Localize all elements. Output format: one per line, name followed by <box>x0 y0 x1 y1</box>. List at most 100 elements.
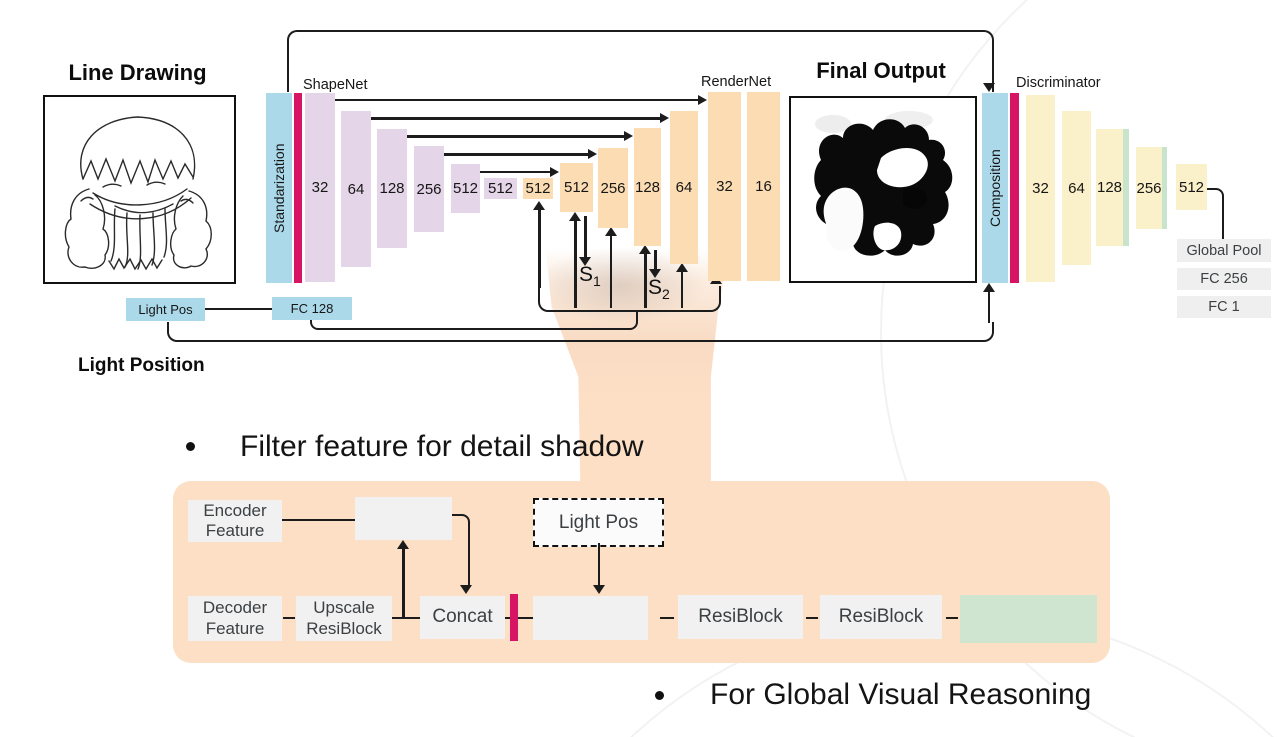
encoder-bar-512b-label: 512 <box>487 180 514 197</box>
inject-arrowhead-128 <box>639 245 652 254</box>
s2-arrowhead <box>648 269 661 278</box>
encoder-bar-512a: 512 <box>451 164 480 213</box>
dash-fusion-resiblock1 <box>660 616 674 620</box>
upscale-resiblock-box: Upscale ResiBlock <box>296 596 392 641</box>
dash-resiblock2-green <box>946 616 958 620</box>
upscale-branch-arrowhead <box>397 540 410 549</box>
output-green-block <box>960 595 1097 643</box>
filter-to-concat-arrowhead <box>460 585 472 594</box>
encoder-bar-256-label: 256 <box>416 180 442 198</box>
skip-arrowhead-2 <box>660 112 669 123</box>
arrowhead-into-composition-bottom <box>982 283 995 292</box>
fc256-box: FC 256 <box>1177 268 1271 290</box>
skip-arrowhead-3 <box>624 130 633 141</box>
decoder-bar-32-label: 32 <box>716 178 733 195</box>
inject-arrow-128-line <box>644 252 647 308</box>
line-drawing-sketch <box>64 116 212 271</box>
filter-box <box>355 497 452 540</box>
fc128-box: FC 128 <box>272 297 352 320</box>
upscale-line2: ResiBlock <box>306 618 382 638</box>
encoder-bar-128: 128 <box>377 129 407 248</box>
bullet2-dot <box>655 691 664 700</box>
skip-line-3 <box>407 135 624 138</box>
inject-arrowhead-64 <box>676 263 688 272</box>
decoder-bar-64: 64 <box>670 111 698 264</box>
bullet1-dot <box>186 442 195 451</box>
line-drawing-title: Line Drawing <box>68 60 207 85</box>
disc-bar-32-label: 32 <box>1032 180 1049 197</box>
rendernet-label: RenderNet <box>701 74 772 90</box>
resiblock2-box: ResiBlock <box>820 595 942 639</box>
bullet1-text: Filter feature for detail shadow <box>240 430 644 463</box>
rail-arrow-bottleneck-line <box>538 208 541 288</box>
encoder-bar-64: 64 <box>341 111 371 267</box>
final-output-title: Final Output <box>816 58 946 83</box>
disc-head-connector <box>1207 188 1224 240</box>
final-output-image <box>789 96 977 283</box>
disc-green-stripe-1 <box>1123 129 1129 246</box>
lightpos-down-arrowhead <box>593 585 605 594</box>
line-drawing-image <box>43 95 236 284</box>
lightpos-down-line <box>597 543 601 586</box>
encoder-feature-line1: Encoder <box>203 500 267 520</box>
encoder-bar-256: 256 <box>414 146 444 232</box>
bullet2-text: For Global Visual Reasoning <box>710 678 1092 711</box>
light-pos-dashed-box: Light Pos <box>533 498 664 547</box>
s2-base: S <box>648 276 663 299</box>
skip-line-2 <box>371 117 660 120</box>
disc-bar-32: 32 <box>1026 95 1055 282</box>
decoder-bar-256-label: 256 <box>600 179 626 197</box>
inject-arrow-256-line <box>609 234 613 308</box>
encoder-feature-line2: Feature <box>205 521 265 540</box>
inject-arrowhead-256 <box>605 227 617 236</box>
dash-resiblock1-resiblock2 <box>806 616 818 620</box>
disc-bar-256: 256 <box>1136 147 1162 229</box>
lightpos-loop-riser <box>987 289 990 323</box>
light-position-caption: Light Position <box>78 355 205 376</box>
standarization-magenta-stripe <box>294 93 302 283</box>
composition-label: Composition <box>987 149 1003 227</box>
composition-bar <box>982 93 1008 283</box>
lightpos-loop-line <box>167 322 994 342</box>
composition-magenta-stripe <box>1010 93 1019 283</box>
upscale-line1: Upscale <box>313 598 375 618</box>
disc-bar-64: 64 <box>1062 111 1091 265</box>
skip-arrowhead-4 <box>588 148 597 159</box>
encoder-bar-32: 32 <box>305 93 335 282</box>
encoder-bar-512a-label: 512 <box>452 180 479 197</box>
decoder-feature-line1: Decoder <box>202 598 268 618</box>
decoder-bar-64-label: 64 <box>675 179 693 196</box>
global-pool-box: Global Pool <box>1177 239 1271 262</box>
final-output-render <box>814 111 953 256</box>
decoder-bar-512-label: 512 <box>563 179 590 196</box>
disc-bar-128: 128 <box>1096 129 1123 246</box>
s2-label: S2 <box>648 276 670 302</box>
inject-arrow-512-line <box>574 219 577 308</box>
upscale-branch-line <box>402 547 405 617</box>
encoder-to-filter-line <box>282 518 355 522</box>
encoder-bar-128-label: 128 <box>379 180 405 197</box>
disc-bar-128-label: 128 <box>1096 179 1123 196</box>
decoder-bar-256: 256 <box>598 148 628 228</box>
decoder-rail <box>538 286 721 312</box>
discriminator-label: Discriminator <box>1016 75 1101 91</box>
s1-down-line <box>583 216 587 258</box>
dash-decoder-upscale <box>283 616 295 620</box>
fc128-feed-line <box>310 311 638 330</box>
dash-concat-magenta <box>505 616 510 620</box>
s1-base: S <box>579 263 594 286</box>
decoder-feature-line2: Feature <box>205 618 265 638</box>
standarization-label: Standarization <box>271 143 287 233</box>
s2-down-line <box>653 250 657 270</box>
decoder-bar-32: 32 <box>708 92 741 281</box>
skip-arrowhead-5 <box>550 166 559 177</box>
decoder-bar-16-label: 16 <box>755 178 772 195</box>
decoder-feature-box: Decoder Feature <box>188 596 282 641</box>
encoder-bar-64-label: 64 <box>347 180 365 198</box>
skip-line-4 <box>444 153 588 156</box>
disc-bar-512-label: 512 <box>1178 178 1205 196</box>
upscale-to-concat-line <box>392 616 420 620</box>
disc-bar-512: 512 <box>1176 164 1207 210</box>
decoder-bar-512: 512 <box>560 163 593 212</box>
bottleneck-bar-512: 512 <box>523 178 553 199</box>
